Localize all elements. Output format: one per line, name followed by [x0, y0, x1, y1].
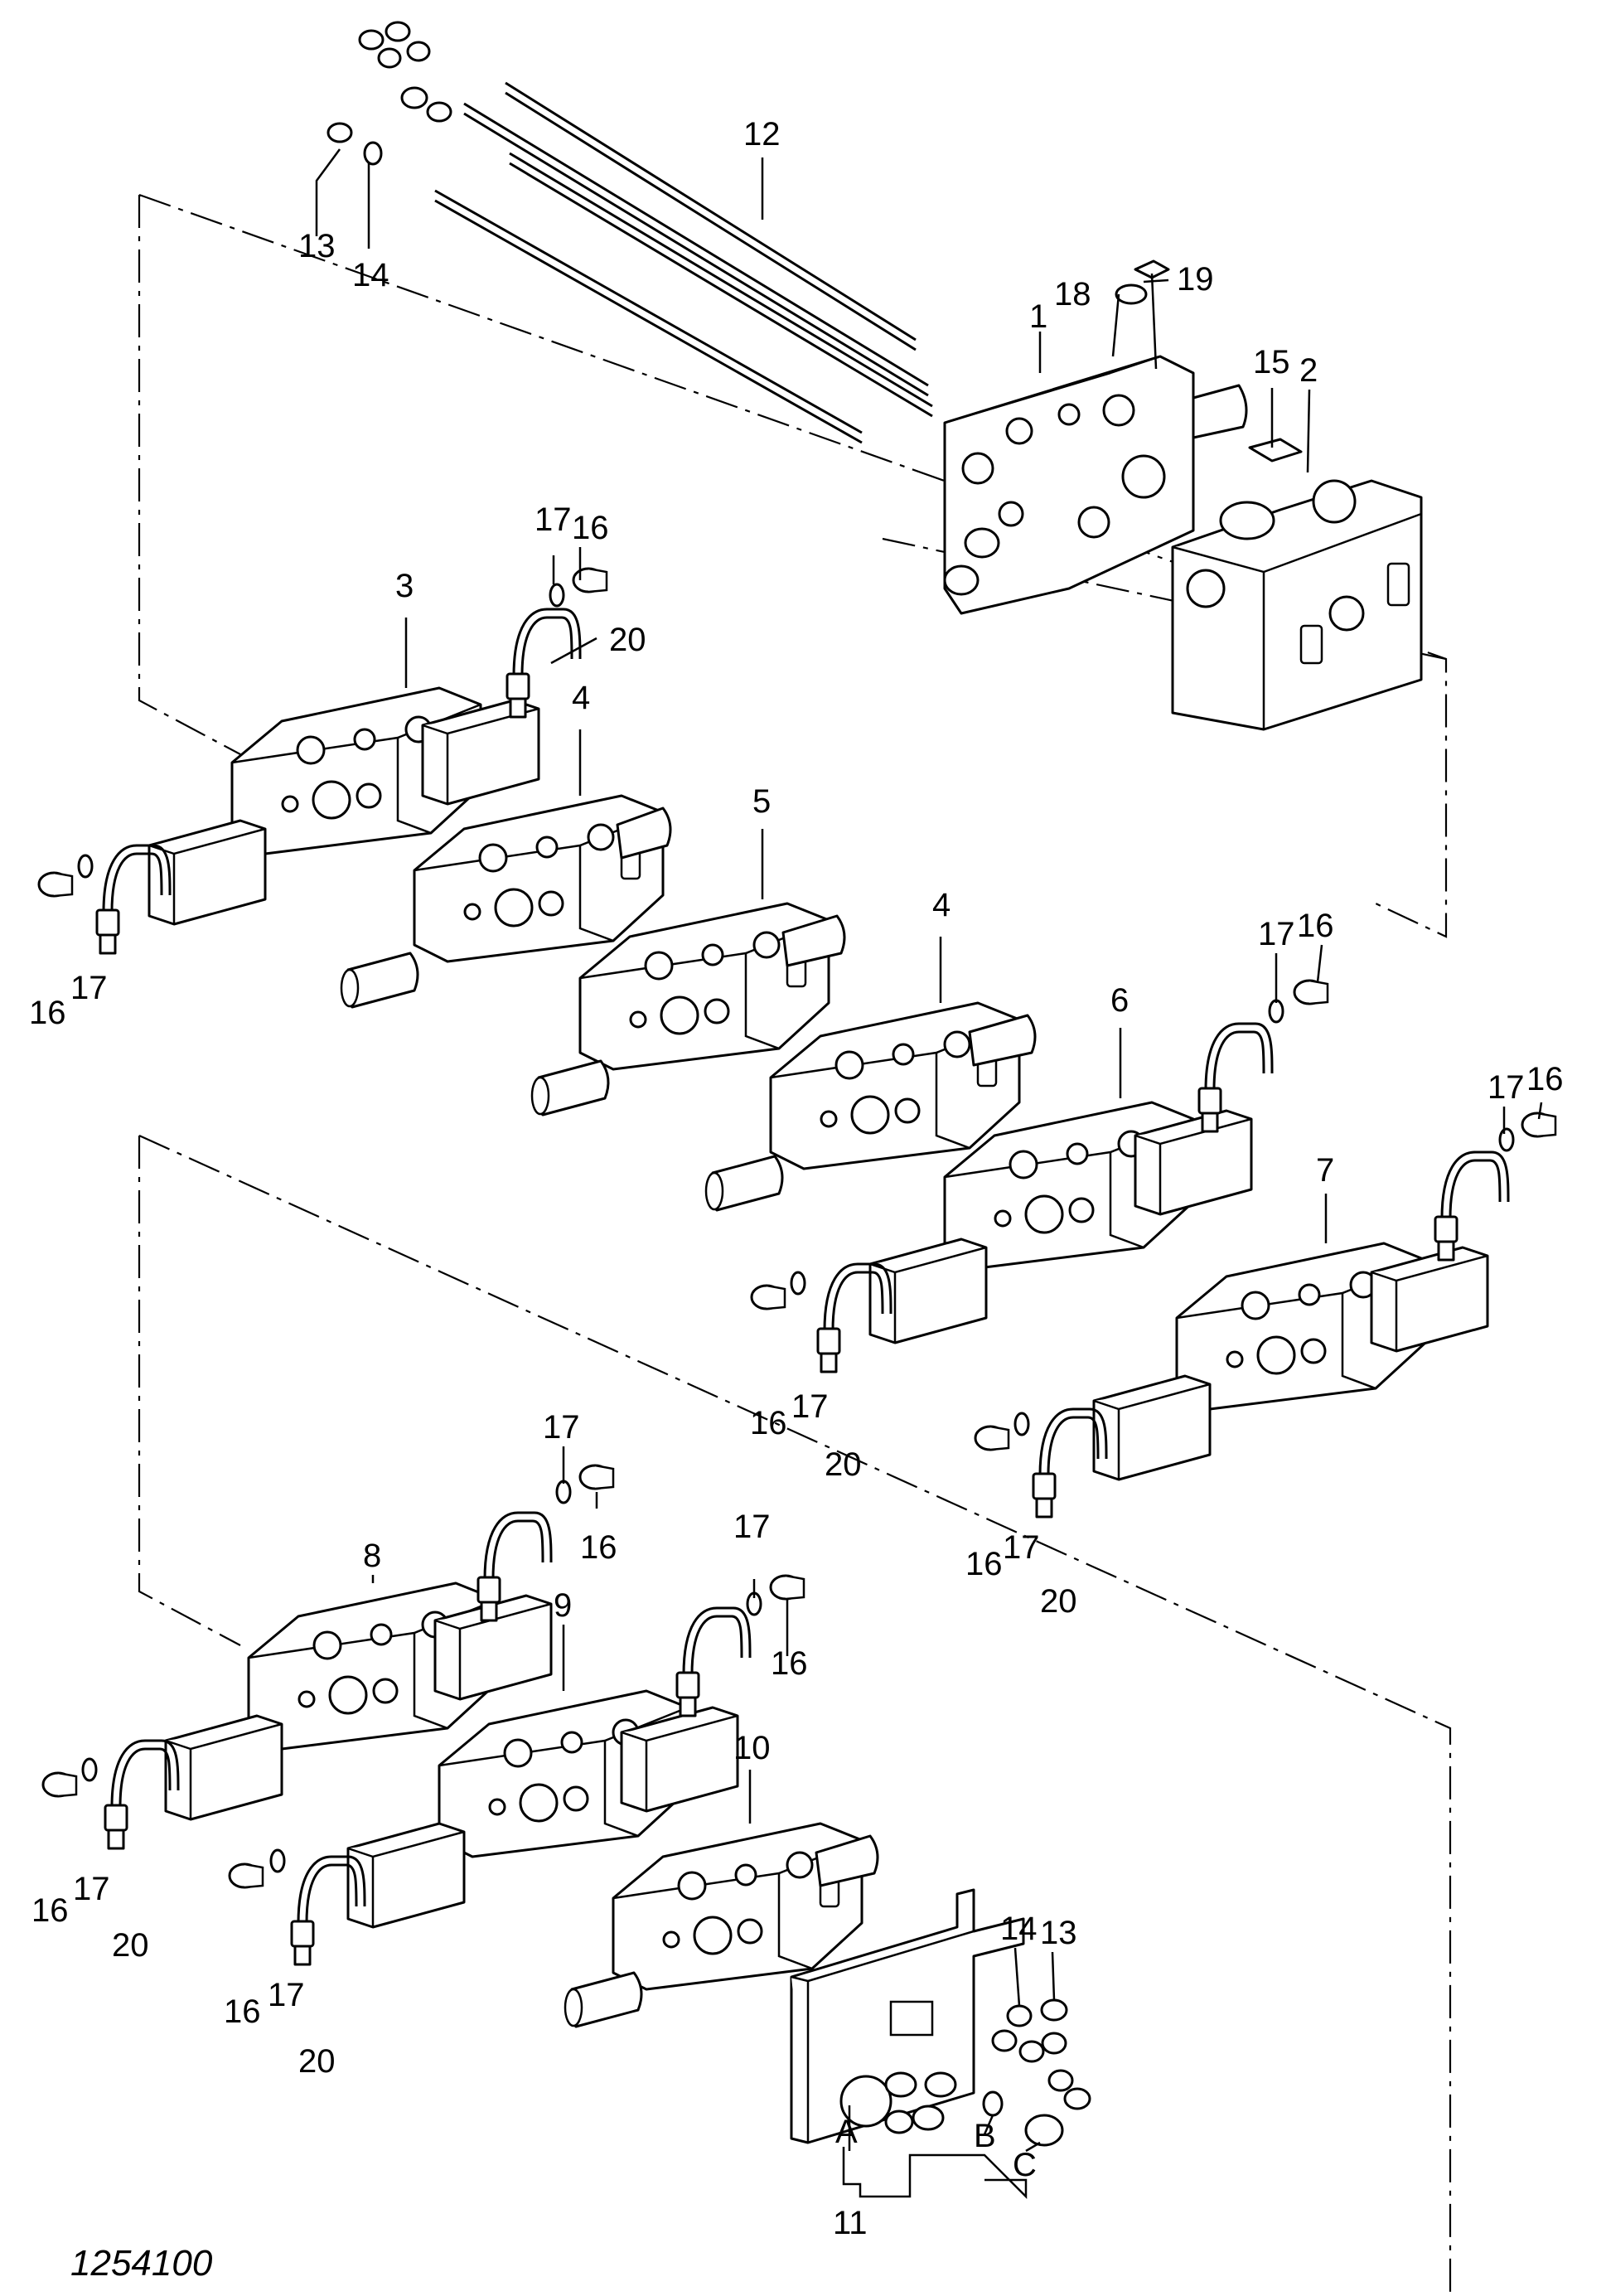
callout-3: 3 [395, 568, 414, 604]
drawing-number: 1254100 [70, 2243, 213, 2284]
callout-17: 17 [73, 1871, 110, 1907]
callout-8: 8 [363, 1538, 381, 1574]
callout-12: 12 [743, 116, 781, 153]
tie-rods [434, 81, 933, 444]
leader-lines [315, 148, 1543, 2200]
end-plate-11 [790, 1888, 1025, 2144]
callout-20: 20 [609, 622, 646, 658]
callout-2: 2 [1299, 352, 1318, 389]
callout-1: 1 [1029, 298, 1047, 335]
callout-16: 16 [31, 1892, 69, 1929]
callout-17: 17 [535, 501, 572, 538]
label-19 [1134, 259, 1170, 279]
callout-6: 6 [1110, 982, 1129, 1019]
callout-17: 17 [791, 1388, 829, 1425]
section-10 [564, 1822, 879, 2028]
alignment-line-lower [138, 1134, 1452, 2296]
callout-4: 4 [932, 887, 951, 923]
callout-B: B [974, 2118, 996, 2154]
callout-7: 7 [1316, 1152, 1334, 1189]
callout-17: 17 [1003, 1529, 1040, 1566]
callout-14: 14 [352, 257, 389, 293]
nut-washer-cluster-top [327, 21, 452, 166]
section-5 [530, 902, 846, 1117]
callout-15: 15 [1253, 344, 1290, 380]
callout-16: 16 [771, 1645, 808, 1682]
callout-16: 16 [29, 995, 66, 1031]
callout-16: 16 [750, 1405, 787, 1441]
callout-17: 17 [268, 1977, 305, 2013]
callout-A: A [835, 2114, 858, 2150]
callout-5: 5 [752, 783, 771, 820]
section-4-lower [704, 1001, 1037, 1212]
callout-13: 13 [298, 228, 336, 264]
callout-16: 16 [965, 1546, 1003, 1582]
callout-16: 16 [224, 1993, 261, 2030]
callout-17: 17 [1487, 1069, 1525, 1106]
callout-C: C [1013, 2147, 1037, 2183]
alignment-line-upper [138, 193, 1448, 938]
callout-10: 10 [733, 1730, 771, 1766]
callout-9: 9 [554, 1587, 572, 1624]
relief-section [1171, 479, 1423, 731]
callout-20: 20 [1040, 1583, 1077, 1620]
callout-17: 17 [543, 1409, 580, 1446]
callout-13: 13 [1040, 1915, 1077, 1951]
inlet-section [943, 355, 1248, 615]
callout-18: 18 [1054, 276, 1091, 312]
nut-washer-cluster-bottom [884, 1998, 1091, 2147]
callout-11: 11 [833, 2205, 868, 2241]
callout-16: 16 [580, 1529, 617, 1566]
nameplate-18 [1115, 283, 1148, 305]
callout-16: 16 [1526, 1061, 1564, 1097]
callout-4: 4 [572, 680, 590, 716]
callout-17: 17 [1258, 916, 1295, 952]
callout-17: 17 [70, 970, 108, 1006]
callout-19: 19 [1177, 261, 1214, 298]
callout-20: 20 [298, 2043, 336, 2080]
label-15 [1248, 438, 1303, 463]
callout-14: 14 [1000, 1911, 1038, 1947]
callout-17: 17 [733, 1509, 771, 1545]
callout-20: 20 [112, 1927, 149, 1964]
callout-20: 20 [825, 1446, 862, 1483]
callout-16: 16 [1297, 908, 1334, 944]
section-4-upper [340, 794, 672, 1009]
callout-16: 16 [572, 510, 609, 546]
